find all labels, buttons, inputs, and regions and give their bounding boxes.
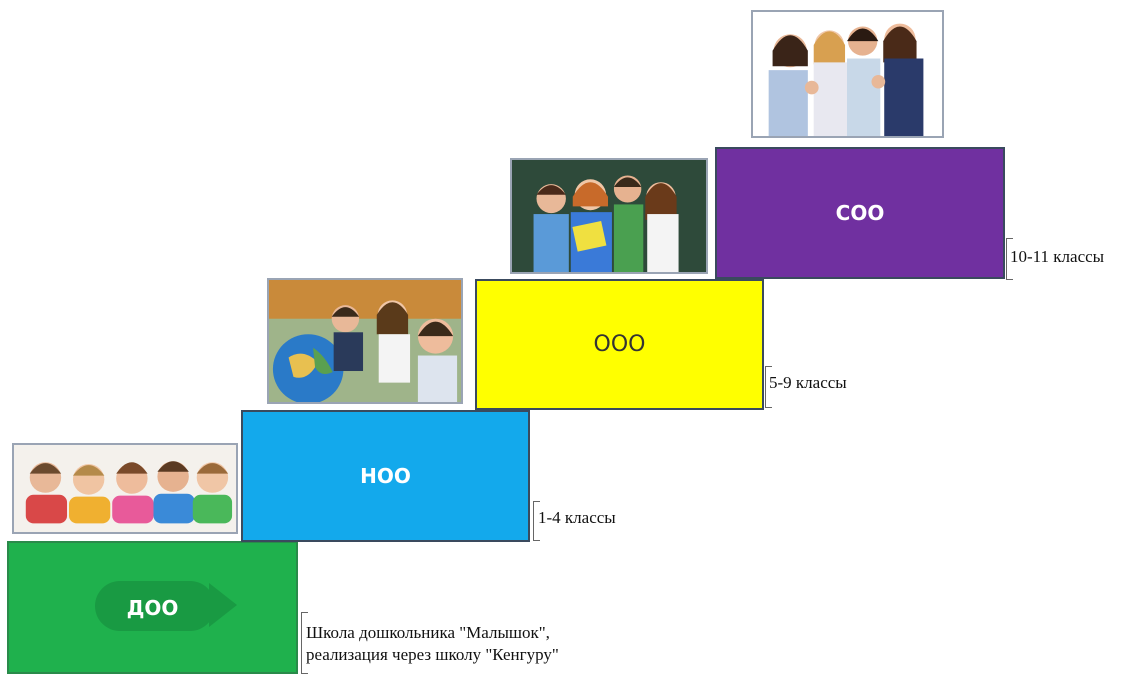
step-ooo-label: ООО: [593, 332, 646, 357]
doo-decor-pill: [95, 581, 215, 631]
note-ooo: 5-9 классы: [769, 373, 847, 392]
step-noo-label: НОО: [360, 464, 411, 488]
step-doo: ДОО: [7, 541, 298, 674]
note-doo-line2: реализация через школу "Кенгуру": [306, 645, 559, 665]
note-noo-bracket: [533, 501, 540, 541]
note-soo-bracket: [1006, 238, 1013, 280]
step-noo: НОО: [241, 410, 530, 542]
note-doo-bracket: [301, 612, 308, 674]
note-ooo-bracket: [765, 366, 772, 408]
step-ooo: ООО: [475, 279, 764, 410]
note-doo-line1: Школа дошкольника "Малышок",: [306, 623, 550, 642]
step-soo: СОО: [715, 147, 1005, 279]
note-noo: 1-4 классы: [538, 508, 616, 527]
step-soo-label: СОО: [835, 201, 885, 225]
note-soo: 10-11 классы: [1010, 247, 1105, 266]
middle-school-students-photo: [510, 158, 708, 274]
note-doo: Школа дошкольника "Малышок", реализация …: [306, 622, 559, 666]
senior-students-thumbs-up-photo: [751, 10, 944, 138]
preschool-children-photo: [12, 443, 238, 534]
step-doo-label: ДОО: [126, 595, 179, 620]
doo-decor-arrow: [209, 583, 237, 627]
primary-pupils-with-globe-photo: [267, 278, 463, 404]
